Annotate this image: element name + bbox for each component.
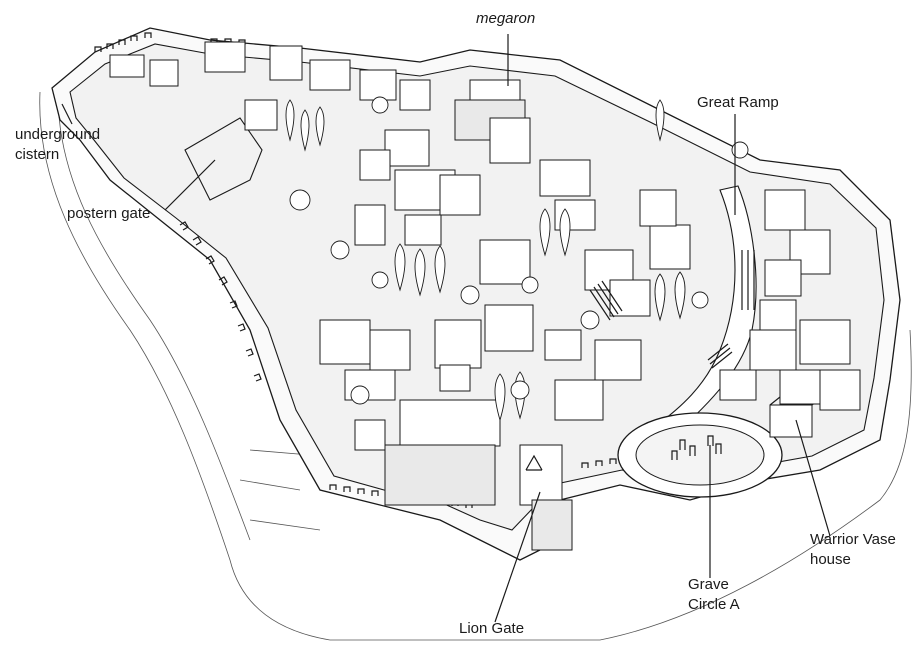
leader-lion-gate <box>494 491 541 623</box>
hill-slope-inner <box>57 99 251 541</box>
house <box>749 329 797 371</box>
lion-gate-bastion <box>531 499 573 551</box>
house <box>639 189 677 227</box>
house <box>369 329 411 371</box>
leader-postern-gate <box>164 159 216 211</box>
label-grave-circle-1: Grave <box>688 576 729 593</box>
house <box>359 149 391 181</box>
house <box>539 159 591 197</box>
house <box>269 45 303 81</box>
house <box>439 364 471 392</box>
grave-stelae <box>671 435 722 460</box>
house <box>399 399 501 447</box>
house <box>719 369 757 401</box>
label-underground-cistern-2: cistern <box>15 146 60 163</box>
house <box>544 329 582 361</box>
label-grave-circle-2: Circle A <box>688 596 740 613</box>
warrior-vase-house <box>769 404 813 438</box>
house <box>554 379 604 421</box>
house <box>399 79 431 111</box>
label-lion-gate: Lion Gate <box>459 620 525 637</box>
house <box>309 59 351 91</box>
house <box>319 319 371 365</box>
house <box>609 279 651 317</box>
house <box>434 319 482 369</box>
house <box>799 319 851 365</box>
lion-gate-tower <box>519 444 563 506</box>
label-postern-gate: postern gate <box>67 205 151 222</box>
house <box>819 369 861 411</box>
stairway <box>589 250 755 369</box>
lion-relief <box>525 454 543 471</box>
megaron-annex <box>489 117 531 164</box>
house <box>439 174 481 216</box>
house <box>404 214 442 246</box>
house <box>384 444 496 506</box>
house <box>649 224 691 270</box>
house <box>384 129 430 167</box>
house <box>779 369 821 405</box>
house <box>354 419 386 451</box>
label-megaron: megaron <box>476 10 536 27</box>
crenellations-north <box>94 32 246 52</box>
house <box>354 204 386 246</box>
label-warrior-vase-2: house <box>810 551 851 568</box>
house <box>764 259 802 297</box>
leader-underground-cistern <box>61 103 73 125</box>
label-warrior-vase-1: Warrior Vase <box>810 531 896 548</box>
house <box>149 59 179 87</box>
house <box>479 239 531 285</box>
crenellations-west <box>179 221 262 382</box>
house <box>244 99 278 131</box>
house <box>109 54 145 78</box>
house <box>359 69 397 101</box>
house <box>204 41 246 73</box>
house <box>759 299 797 331</box>
trees <box>285 96 749 422</box>
house <box>764 189 806 231</box>
postern-wall <box>184 117 263 201</box>
house <box>594 339 642 381</box>
grave-circle-a-inner <box>635 424 765 486</box>
hill-slope <box>39 91 912 641</box>
label-great-ramp: Great Ramp <box>697 94 779 111</box>
house <box>484 304 534 352</box>
label-underground-cistern-1: underground <box>15 126 101 143</box>
leader-warrior-vase <box>795 419 831 537</box>
